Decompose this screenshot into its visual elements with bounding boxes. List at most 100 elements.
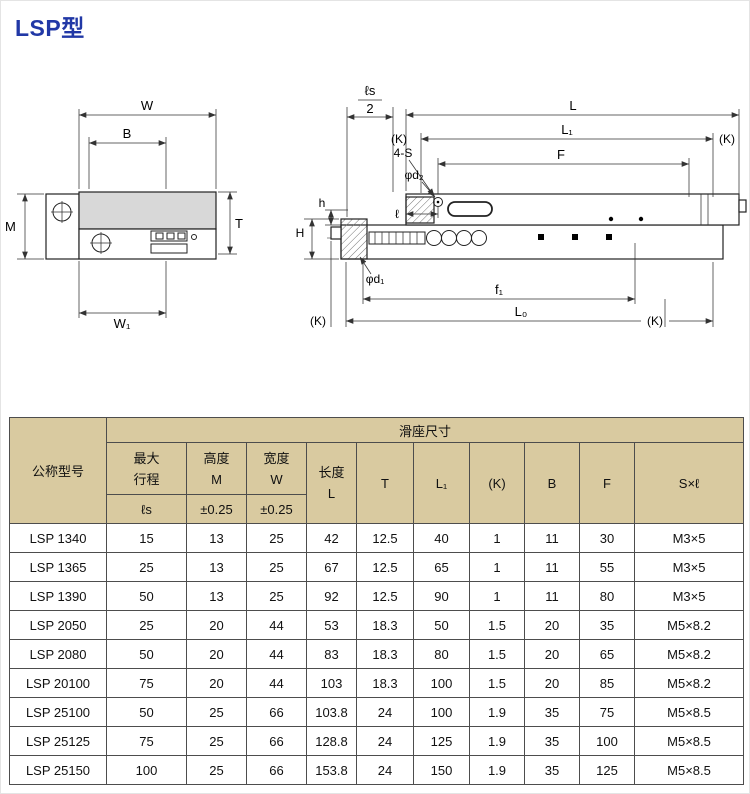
dim-label-h-cap: H: [296, 226, 305, 240]
cell-b: 35: [524, 755, 580, 785]
cell-f: 65: [579, 639, 635, 669]
dim-label-f: F: [557, 147, 565, 162]
spec-table: 公称型号 滑座尺寸 最大 行程 高度 M 宽度 W 长度 L: [9, 417, 745, 785]
table-row: LSP 1365 25 13 25 67 12.5 65 1 11 55 M3×…: [9, 552, 745, 582]
cell-k: 1.9: [469, 697, 525, 727]
table-row: LSP 25150 100 25 66 153.8 24 150 1.9 35 …: [9, 755, 745, 785]
table-row: LSP 25125 75 25 66 128.8 24 125 1.9 35 1…: [9, 726, 745, 756]
cell-l1: 150: [413, 755, 470, 785]
cell-height-m: 20: [186, 668, 247, 698]
cell-stroke: 25: [106, 552, 187, 582]
cell-s: M5×8.2: [633, 610, 745, 640]
col-header-stroke: 最大 行程: [106, 442, 187, 495]
cell-stroke: 15: [106, 523, 187, 553]
page-title: LSP型: [15, 15, 85, 41]
front-top-plate: [78, 191, 217, 230]
slot: [447, 201, 493, 217]
dim-label-l1: L₁: [561, 122, 573, 137]
dim-label-b: B: [123, 126, 132, 141]
cell-width-w: 25: [246, 552, 307, 582]
cell-width-w: 44: [246, 639, 307, 669]
cell-f: 85: [579, 668, 635, 698]
cell-t: 18.3: [356, 639, 414, 669]
col-header-height: 高度 M: [186, 442, 247, 495]
cell-s: M5×8.5: [633, 726, 745, 756]
side-view: ℓs 2 L L₁ (K) (K) F 4-S φd₂: [296, 83, 747, 328]
cell-length-l: 53: [306, 610, 357, 640]
cell-stroke: 75: [106, 726, 187, 756]
header-line: 最大: [133, 450, 160, 466]
cell-b: 20: [524, 639, 580, 669]
cell-l1: 100: [413, 697, 470, 727]
header-line: M: [211, 471, 222, 487]
cell-k: 1.9: [469, 726, 525, 756]
cell-model: LSP 25150: [9, 755, 107, 785]
cell-b: 11: [524, 552, 580, 582]
cell-b: 35: [524, 697, 580, 727]
cell-length-l: 92: [306, 581, 357, 611]
col-header-height-tol: ±0.25: [186, 494, 247, 524]
table-row: LSP 20100 75 20 44 103 18.3 100 1.5 20 8…: [9, 668, 745, 698]
cell-s: M5×8.2: [633, 639, 745, 669]
dim-label-m: M: [5, 219, 16, 234]
cell-stroke: 50: [106, 639, 187, 669]
dim-label-l: L: [569, 98, 576, 113]
col-header-b: B: [524, 442, 580, 524]
cell-length-l: 83: [306, 639, 357, 669]
cell-height-m: 13: [186, 523, 247, 553]
cell-length-l: 42: [306, 523, 357, 553]
header-line: 行程: [133, 471, 160, 487]
cell-width-w: 25: [246, 581, 307, 611]
cell-width-w: 44: [246, 610, 307, 640]
cell-s: M5×8.5: [633, 755, 745, 785]
col-header-width: 宽度 W: [246, 442, 307, 495]
cell-height-m: 25: [186, 697, 247, 727]
dim-label-w: W: [141, 98, 154, 113]
header-line: 高度: [203, 450, 230, 466]
col-header-t: T: [356, 442, 414, 524]
col-header-width-tol: ±0.25: [246, 494, 307, 524]
dim-label-ls-den: 2: [366, 101, 373, 116]
cell-s: M5×8.2: [633, 668, 745, 698]
cell-k: 1: [469, 552, 525, 582]
header-line: W: [270, 471, 283, 487]
cell-width-w: 66: [246, 755, 307, 785]
cell-length-l: 103: [306, 668, 357, 698]
cell-width-w: 44: [246, 668, 307, 698]
cell-t: 18.3: [356, 668, 414, 698]
col-header-group: 滑座尺寸: [105, 417, 745, 443]
mounting-hole: [433, 197, 443, 207]
col-header-model: 公称型号: [9, 417, 107, 524]
cell-l1: 125: [413, 726, 470, 756]
dim-label-ell: ℓ: [395, 207, 399, 221]
col-header-f: F: [579, 442, 635, 524]
cell-b: 11: [524, 523, 580, 553]
dim-label-k-bottom-right: (K): [647, 314, 663, 328]
dim-label-d1: φd₁: [366, 272, 385, 286]
cell-model: LSP 1390: [9, 581, 107, 611]
dim-label-l0: L₀: [515, 304, 528, 319]
cell-l1: 40: [413, 523, 470, 553]
cell-b: 20: [524, 610, 580, 640]
table-row: LSP 1340 15 13 25 42 12.5 40 1 11 30 M3×…: [9, 523, 745, 553]
table-row: LSP 25100 50 25 66 103.8 24 100 1.9 35 7…: [9, 697, 745, 727]
side-carriage: [405, 196, 435, 224]
cell-k: 1.9: [469, 755, 525, 785]
cell-t: 12.5: [356, 581, 414, 611]
dim-label-d2: φd₂: [404, 168, 423, 182]
dim-label-w1: W₁: [114, 316, 131, 331]
dim-label-f1: f₁: [495, 282, 504, 297]
col-header-k: (K): [469, 442, 525, 524]
cell-model: LSP 2080: [9, 639, 107, 669]
cell-height-m: 13: [186, 581, 247, 611]
cell-k: 1: [469, 581, 525, 611]
cell-l1: 50: [413, 610, 470, 640]
col-header-length: 长度 L: [306, 442, 357, 524]
dim-label-k-top-right: (K): [719, 132, 735, 146]
cell-stroke: 50: [106, 581, 187, 611]
cell-k: 1.5: [469, 668, 525, 698]
dim-label-ls: ℓs: [365, 83, 376, 98]
side-base-rail: [340, 224, 724, 260]
front-view: W B M T W₁: [5, 98, 243, 331]
